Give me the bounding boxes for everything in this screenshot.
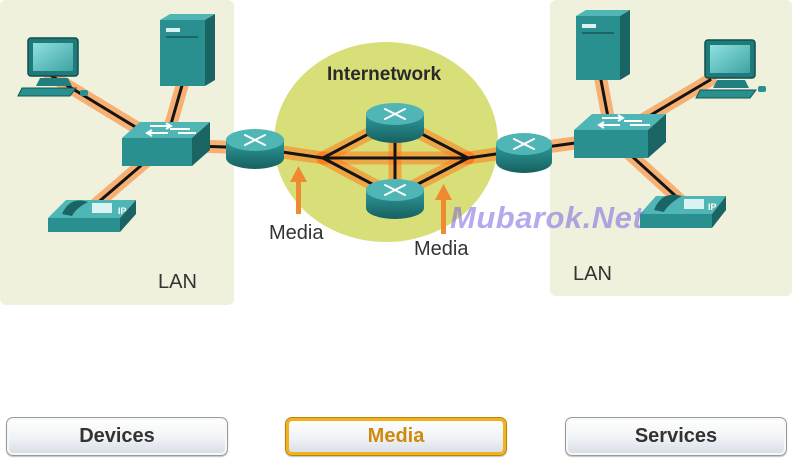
internetwork-label: Internetwork <box>327 64 442 85</box>
tab-services[interactable]: Services <box>565 417 787 456</box>
server-left-icon <box>160 14 215 86</box>
media-label-right: Media <box>414 238 469 260</box>
watermark-text: Mubarok.Net <box>450 200 644 235</box>
pc-left-icon <box>17 37 88 97</box>
router-top-icon <box>366 103 424 143</box>
switch-left-icon <box>122 122 210 166</box>
pc-right-icon <box>695 39 766 99</box>
switch-right-icon <box>574 114 666 158</box>
phone-right-badge: IP <box>708 202 717 212</box>
media-arrow-left-icon <box>290 166 307 214</box>
phone-left-badge: IP <box>118 206 127 216</box>
router-bottom-icon <box>366 179 424 219</box>
lan-right-label: LAN <box>573 263 612 285</box>
ip-phone-left-icon: IP <box>48 200 136 232</box>
media-label-left: Media <box>269 222 324 244</box>
lan-left-label: LAN <box>158 271 197 293</box>
server-right-icon <box>576 10 630 80</box>
ip-phone-right-icon: IP <box>640 194 726 228</box>
router-left-icon <box>226 129 284 169</box>
media-arrow-right-icon <box>435 184 452 234</box>
router-right-icon <box>496 133 552 173</box>
tab-media[interactable]: Media <box>285 417 507 456</box>
tab-devices[interactable]: Devices <box>6 417 228 456</box>
